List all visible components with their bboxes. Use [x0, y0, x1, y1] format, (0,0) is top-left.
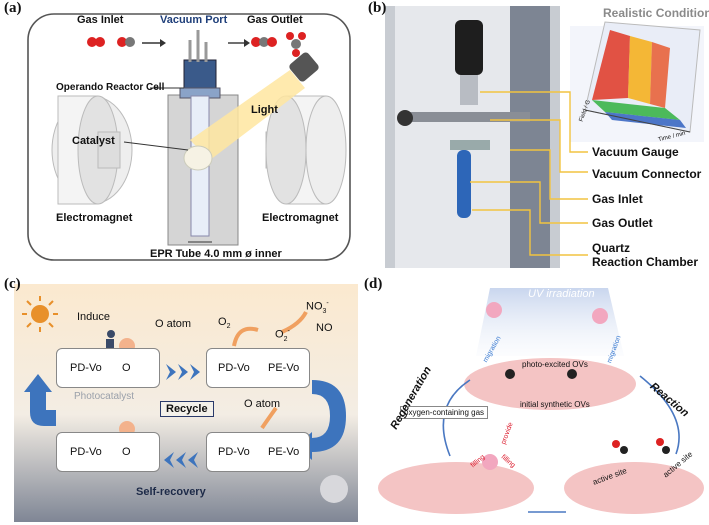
tr-right: PE-Vo	[268, 362, 300, 374]
callout-vacuum-connector: Vacuum Connector	[592, 167, 702, 181]
panel-a: (a) Gas Inlet Vacuum Port Gas Outlet Ope…	[0, 0, 360, 268]
recycle-label: Recycle	[160, 401, 214, 417]
molecule-icons	[87, 32, 306, 57]
state-box-bottom-left	[56, 432, 160, 472]
state-box-top-right	[206, 348, 310, 388]
no-label: NO	[316, 322, 333, 334]
orange-arrows	[232, 311, 308, 430]
br-left: PD-Vo	[218, 446, 250, 458]
lattice-right	[564, 462, 704, 514]
person-icon	[106, 330, 115, 349]
electromagnet-left-label: Electromagnet	[56, 212, 133, 224]
initial-ovs-label: initial synthetic OVs	[520, 400, 590, 409]
tr-left: PD-Vo	[218, 362, 250, 374]
panel-b: (b) Realistic Conditions Time / min Fiel…	[360, 0, 709, 268]
self-recovery-label: Self-recovery	[136, 486, 206, 498]
o-atom-top-label: O atom	[155, 318, 192, 330]
epr-tube-label: EPR Tube 4.0 mm ø inner	[150, 248, 282, 260]
tl-left: PD-Vo	[70, 362, 102, 374]
reactor-cell-label: Operando Reactor Cell	[56, 82, 165, 93]
no3-label: NO3-	[306, 300, 329, 315]
o2-text: O	[218, 316, 227, 328]
no3-sub: 3	[322, 307, 327, 315]
panel-a-label: (a)	[4, 0, 22, 16]
o2-minus-sub: 2	[283, 335, 288, 343]
o-atom-left	[486, 302, 502, 318]
o-atom-right-label: O atom	[244, 398, 281, 410]
catalyst-label: Catalyst	[72, 135, 115, 147]
vacancy-2	[567, 369, 577, 379]
panel-a-graphic	[27, 13, 351, 261]
inset-title: Realistic Conditions	[603, 6, 709, 20]
callout-quartz: Quartz	[592, 241, 631, 255]
panel-c: (c) Induce O atom O2 O2- NO3- NO PD-Vo O…	[0, 276, 360, 525]
gas-molecule-icons	[612, 438, 670, 454]
panel-b-graphic	[385, 6, 704, 268]
electromagnet-left-shape	[51, 95, 133, 205]
vacuum-gauge-shape	[455, 20, 483, 75]
o2-minus-text: O	[275, 328, 284, 341]
state-box-top-left	[56, 348, 160, 388]
o2-sub: 2	[226, 323, 231, 331]
panel-d-label: (d)	[364, 276, 383, 292]
panel-c-label: (c)	[4, 276, 21, 292]
photocatalyst-label: Photocatalyst	[74, 391, 135, 402]
bl-right: O	[122, 446, 131, 458]
callout-vacuum-gauge: Vacuum Gauge	[592, 145, 679, 159]
vacuum-port-label: Vacuum Port	[160, 14, 228, 26]
panel-b-label: (b)	[368, 0, 387, 16]
moon-icon	[320, 475, 348, 503]
o-atom-right	[592, 308, 608, 324]
electromagnet-right-label: Electromagnet	[262, 212, 339, 224]
o2-minus-sup: -	[287, 328, 290, 335]
no3-text: NO	[306, 300, 323, 313]
state-box-bottom-right	[206, 432, 310, 472]
bl-left: PD-Vo	[70, 446, 102, 458]
sun-icon	[22, 296, 58, 332]
o2-minus-label: O2-	[275, 328, 290, 343]
arrow-left-up	[24, 374, 56, 426]
light-beam	[190, 70, 305, 160]
cap-shape	[183, 59, 217, 93]
chevrons-left	[164, 452, 198, 468]
induce-label: Induce	[77, 311, 111, 323]
light-source-icon	[289, 52, 319, 82]
chevrons-right	[166, 364, 200, 380]
oxygen-gas-label: oxygen-containing gas	[400, 406, 489, 419]
photo-ovs-label: photo-excited OVs	[522, 360, 588, 369]
br-right: PE-Vo	[268, 446, 300, 458]
uv-label: UV irradiation	[528, 288, 595, 300]
panel-d: (d) UV irradiation photo-excited OVs ini…	[360, 276, 709, 525]
vacancy-1	[505, 369, 515, 379]
quartz-tube-shape	[457, 150, 471, 218]
o2-label: O2	[218, 316, 230, 330]
gas-outlet-label: Gas Outlet	[247, 14, 303, 26]
o-atom-bottom	[482, 454, 498, 470]
electromagnet-right-shape	[265, 95, 347, 205]
uv-beam	[476, 288, 624, 356]
light-label: Light	[251, 104, 278, 116]
tl-right: O	[122, 362, 131, 374]
callout-gas-inlet: Gas Inlet	[592, 192, 643, 206]
panel-d-graphic	[378, 288, 704, 514]
callout-reaction-chamber: Reaction Chamber	[592, 255, 699, 268]
callout-gas-outlet: Gas Outlet	[592, 216, 653, 230]
lattice-left	[378, 462, 534, 514]
gas-inlet-label: Gas Inlet	[77, 14, 124, 26]
no3-sup: -	[326, 300, 329, 307]
